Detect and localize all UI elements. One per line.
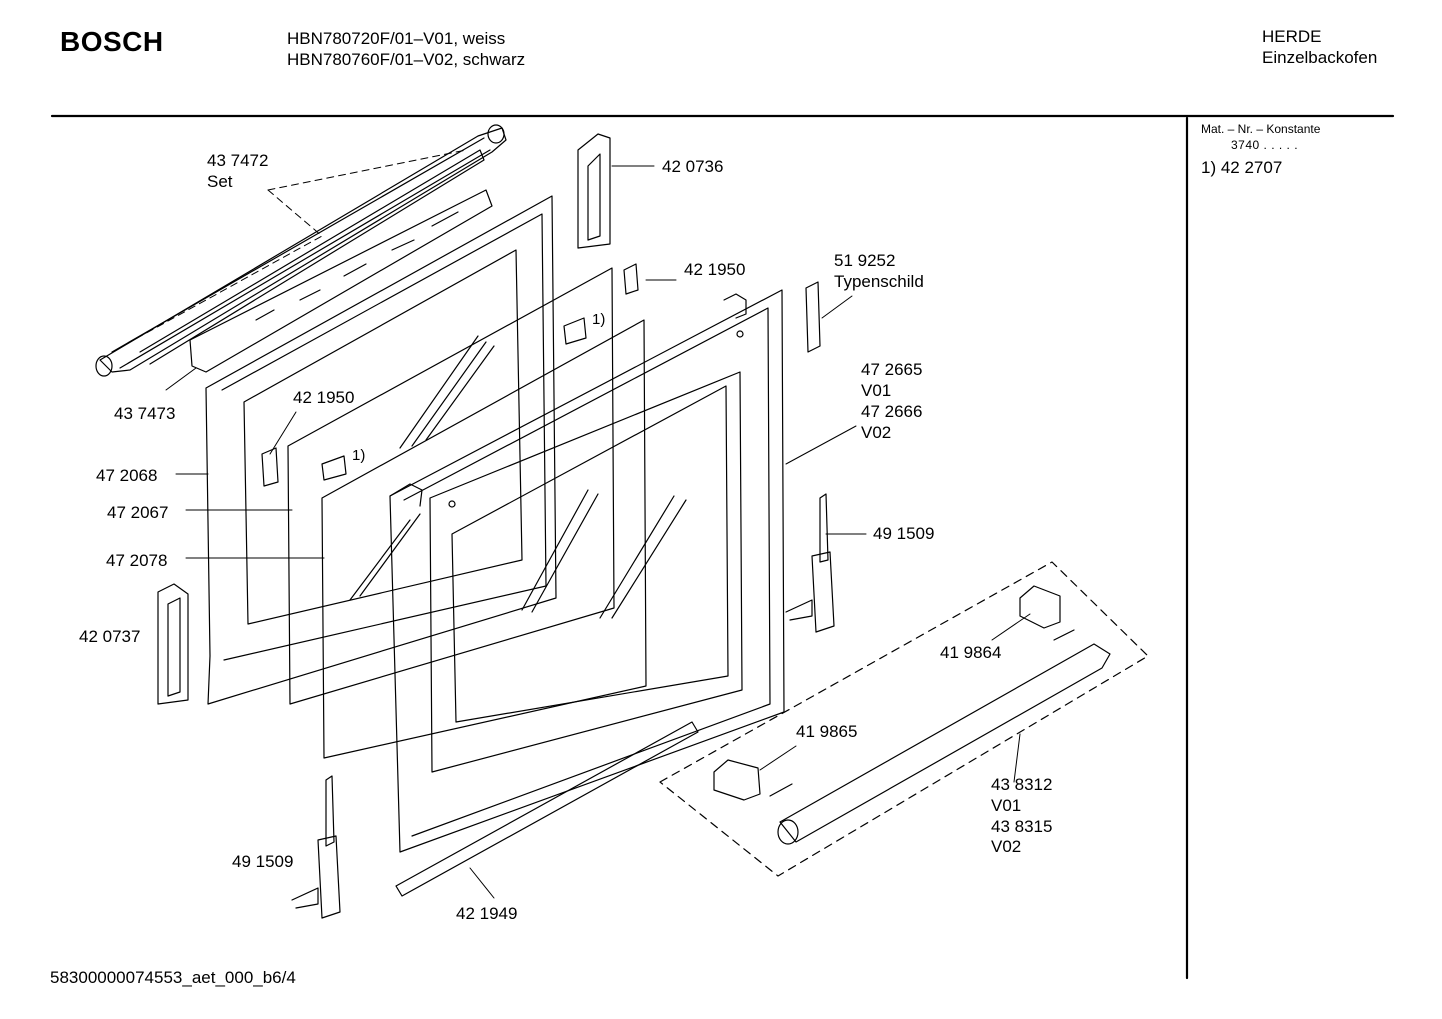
part-label-438312-v01: V01 bbox=[991, 796, 1022, 815]
door-hinge-right-part bbox=[785, 493, 835, 633]
part-label-437472: 43 7472 bbox=[207, 151, 269, 170]
category-line-1: HERDE bbox=[1262, 27, 1322, 46]
part-label-420737: 42 0737 bbox=[79, 627, 141, 646]
part-label-typenschild: Typenschild bbox=[834, 272, 924, 291]
footnote-mark-top: 1) bbox=[592, 311, 606, 328]
handle-bar-part bbox=[769, 629, 1111, 845]
part-label-438315: 43 8315 bbox=[991, 817, 1053, 836]
part-label-437473: 43 7473 bbox=[114, 404, 176, 423]
part-label-419865: 41 9865 bbox=[796, 722, 858, 741]
part-label-419864: 41 9864 bbox=[940, 643, 1002, 662]
sidebar-value: 3740 . . . . . bbox=[1231, 138, 1299, 152]
part-label-472665: 47 2665 bbox=[861, 360, 923, 379]
document-code: 58300000074553_aet_000_b6/4 bbox=[50, 968, 296, 987]
footnote-mark-left: 1) bbox=[352, 447, 366, 464]
part-label-491509-right: 49 1509 bbox=[873, 524, 935, 543]
brand-logo: BOSCH bbox=[60, 26, 164, 57]
type-plate-part bbox=[805, 281, 821, 353]
part-label-420736: 42 0736 bbox=[662, 157, 724, 176]
glass-panel-1-part bbox=[287, 267, 615, 705]
part-label-519252: 51 9252 bbox=[834, 251, 896, 270]
part-label-437472-set: Set bbox=[207, 172, 233, 191]
door-hinge-left-part bbox=[291, 775, 341, 919]
handle-set-box bbox=[659, 561, 1149, 877]
part-label-438315-v02: V02 bbox=[991, 837, 1022, 856]
model-line-2: HBN780760F/01–V02, schwarz bbox=[287, 50, 526, 69]
bottom-strip-part bbox=[395, 721, 699, 897]
sidebar-note: 1) 42 2707 bbox=[1201, 158, 1283, 177]
leader-lines bbox=[129, 149, 1031, 899]
glass-panel-2-part bbox=[321, 319, 647, 759]
clamp-top-part bbox=[563, 317, 587, 345]
clamp-left-part bbox=[321, 455, 347, 481]
back-panel-part bbox=[205, 195, 557, 705]
part-label-421950-top: 42 1950 bbox=[684, 260, 746, 279]
part-label-472078: 47 2078 bbox=[106, 551, 168, 570]
end-cap-left-part bbox=[713, 759, 761, 801]
end-cap-right-part bbox=[1019, 585, 1061, 629]
model-line-1: HBN780720F/01–V01, weiss bbox=[287, 29, 506, 48]
part-label-421949: 42 1949 bbox=[456, 904, 518, 923]
top-rail-part bbox=[95, 124, 507, 377]
sidebar-title: Mat. – Nr. – Konstante bbox=[1201, 122, 1321, 136]
part-label-472666: 47 2666 bbox=[861, 402, 923, 421]
hinge-cover-top-part bbox=[577, 133, 611, 249]
clip-left-part bbox=[261, 447, 279, 487]
part-label-491509-left: 49 1509 bbox=[232, 852, 294, 871]
part-label-472666-v02: V02 bbox=[861, 423, 892, 442]
clip-top-part bbox=[623, 263, 639, 295]
part-label-472665-v01: V01 bbox=[861, 381, 892, 400]
part-label-438312: 43 8312 bbox=[991, 775, 1053, 794]
category-line-2: Einzelbackofen bbox=[1262, 48, 1378, 67]
part-label-421950-left: 42 1950 bbox=[293, 388, 355, 407]
part-label-472067: 47 2067 bbox=[107, 503, 169, 522]
hinge-cover-bottom-part bbox=[157, 583, 189, 705]
outer-door-part bbox=[389, 289, 785, 853]
part-label-472068: 47 2068 bbox=[96, 466, 158, 485]
